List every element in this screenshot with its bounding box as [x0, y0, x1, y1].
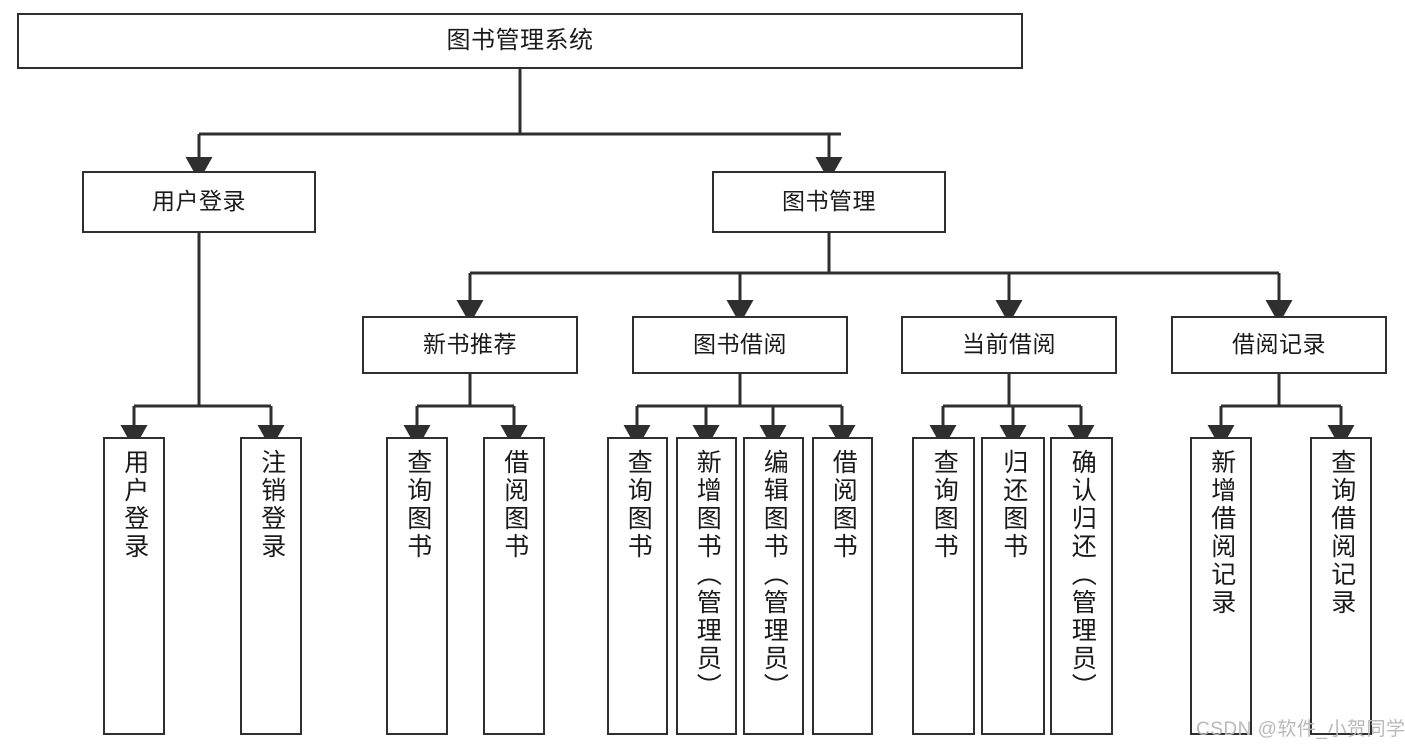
node-label: 新增借阅记录 — [1207, 449, 1236, 617]
node-label: 借阅图书 — [829, 449, 858, 561]
node-leaf-query-book-recommend[interactable]: 查询图书 — [386, 437, 448, 735]
node-label: 查询图书 — [930, 449, 959, 561]
node-label: 图书管理系统 — [446, 26, 594, 54]
node-leaf-borrow-book[interactable]: 借阅图书 — [812, 437, 873, 735]
node-label: 注销登录 — [257, 449, 286, 561]
node-leaf-return-book[interactable]: 归还图书 — [981, 437, 1045, 735]
node-leaf-add-book-admin[interactable]: 新增图书（管理员） — [676, 437, 737, 735]
watermark: CSDN @软件_小贺同学 — [1196, 719, 1405, 740]
node-label: 查询借阅记录 — [1327, 449, 1356, 617]
node-label: 借阅图书 — [500, 449, 529, 561]
node-leaf-logout[interactable]: 注销登录 — [240, 437, 302, 735]
node-label: 当前借阅 — [962, 331, 1056, 358]
node-label: 用户登录 — [152, 188, 246, 215]
node-label: 用户登录 — [120, 449, 149, 561]
node-label: 新增图书（管理员） — [693, 449, 722, 701]
node-label: 新书推荐 — [423, 331, 517, 358]
node-leaf-query-book-current[interactable]: 查询图书 — [912, 437, 975, 735]
node-level2-borrow-records[interactable]: 借阅记录 — [1171, 316, 1387, 374]
node-label: 借阅记录 — [1232, 331, 1326, 358]
node-leaf-borrow-book-recommend[interactable]: 借阅图书 — [483, 437, 545, 735]
node-root[interactable]: 图书管理系统 — [17, 13, 1023, 69]
node-label: 图书借阅 — [693, 331, 787, 358]
node-label: 查询图书 — [624, 449, 653, 561]
node-level2-current-borrow[interactable]: 当前借阅 — [901, 316, 1117, 374]
node-leaf-confirm-return-admin[interactable]: 确认归还（管理员） — [1050, 437, 1113, 735]
node-level2-book-borrow[interactable]: 图书借阅 — [632, 316, 848, 374]
node-leaf-edit-book-admin[interactable]: 编辑图书（管理员） — [743, 437, 804, 735]
node-leaf-add-borrow-record[interactable]: 新增借阅记录 — [1190, 437, 1252, 735]
node-level2-new-book-recommend[interactable]: 新书推荐 — [362, 316, 578, 374]
node-leaf-user-login[interactable]: 用户登录 — [103, 437, 165, 735]
node-leaf-query-borrow-record[interactable]: 查询借阅记录 — [1310, 437, 1372, 735]
node-label: 编辑图书（管理员） — [760, 449, 789, 701]
node-label: 归还图书 — [999, 449, 1028, 561]
node-level1-user-login[interactable]: 用户登录 — [82, 171, 316, 233]
node-label: 确认归还（管理员） — [1068, 449, 1097, 701]
node-level1-book-management[interactable]: 图书管理 — [712, 171, 946, 233]
node-label: 图书管理 — [782, 188, 876, 215]
node-leaf-query-book-borrow[interactable]: 查询图书 — [607, 437, 668, 735]
node-label: 查询图书 — [403, 449, 432, 561]
